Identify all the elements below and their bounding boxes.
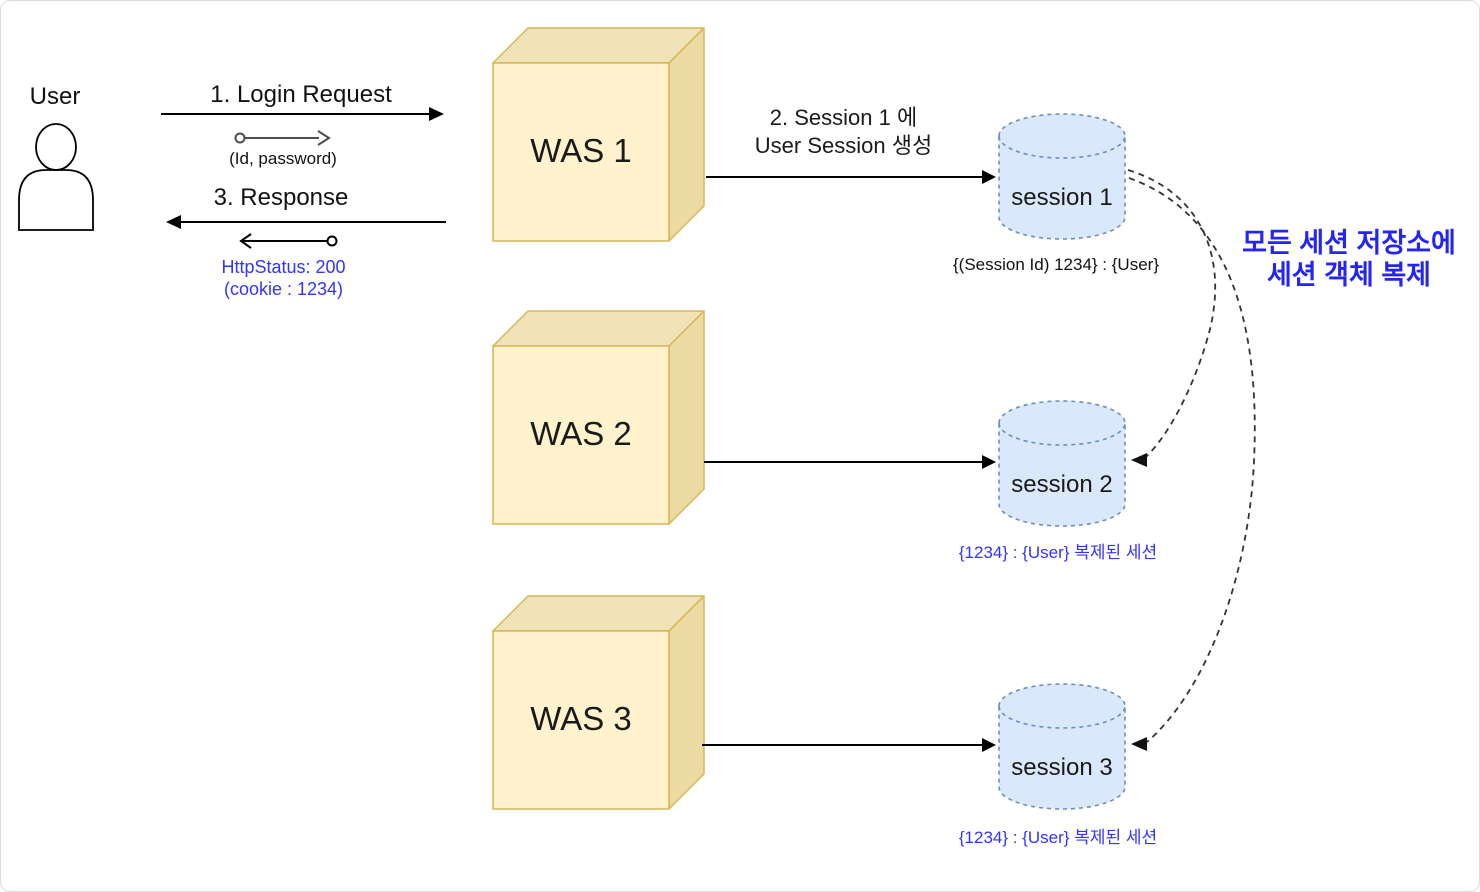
session2-label: session 2 (1011, 471, 1113, 498)
session1-label: session 1 (1011, 184, 1113, 211)
session3-label: session 3 (1011, 754, 1113, 781)
was2-to-session2-arrow (704, 455, 996, 469)
was1-box (492, 27, 705, 242)
was2-label: WAS 2 (530, 415, 632, 452)
replication-note-line2: 세션 객체 복제 (1266, 260, 1432, 290)
session2-caption: {1234} : {User} 복제된 세션 (958, 543, 1158, 562)
was2-box (492, 310, 705, 525)
session2-cylinder (998, 400, 1126, 527)
session3-cylinder (998, 683, 1126, 810)
session-create-line2: User Session 생성 (754, 133, 933, 158)
response-cookie-label: (cookie : 1234) (223, 279, 344, 299)
login-detail-label: (Id, password) (229, 149, 337, 168)
login-arrow (161, 107, 444, 121)
response-detail-arrow (239, 233, 338, 249)
replication-arrow-to-session2 (1127, 169, 1217, 467)
session1-caption: {(Session Id) 1234} : {User} (952, 255, 1160, 274)
replication-note: 모든 세션 저장소에 세션 객체 복제 (1229, 227, 1469, 291)
was3-label: WAS 3 (530, 700, 632, 737)
session-create-label: 2. Session 1 에 User Session 생성 (716, 104, 971, 160)
response-arrow (166, 215, 446, 229)
replication-arrow-to-session3 (1128, 177, 1256, 751)
response-status-label: HttpStatus: 200 (221, 257, 346, 277)
session-create-line1: 2. Session 1 에 (769, 105, 918, 130)
was3-to-session3-arrow (702, 738, 996, 752)
session1-cylinder (998, 113, 1126, 240)
login-detail-arrow (234, 130, 331, 146)
replication-note-line1: 모든 세션 저장소에 (1242, 228, 1456, 258)
response-label: 3. Response (213, 184, 349, 211)
was3-box (492, 595, 705, 810)
user-label: User (29, 83, 81, 110)
was1-to-session1-arrow (706, 170, 996, 184)
was1-label: WAS 1 (530, 132, 632, 169)
session3-caption: {1234} : {User} 복제된 세션 (958, 828, 1158, 847)
user-icon (18, 123, 94, 231)
login-request-label: 1. Login Request (210, 81, 392, 108)
